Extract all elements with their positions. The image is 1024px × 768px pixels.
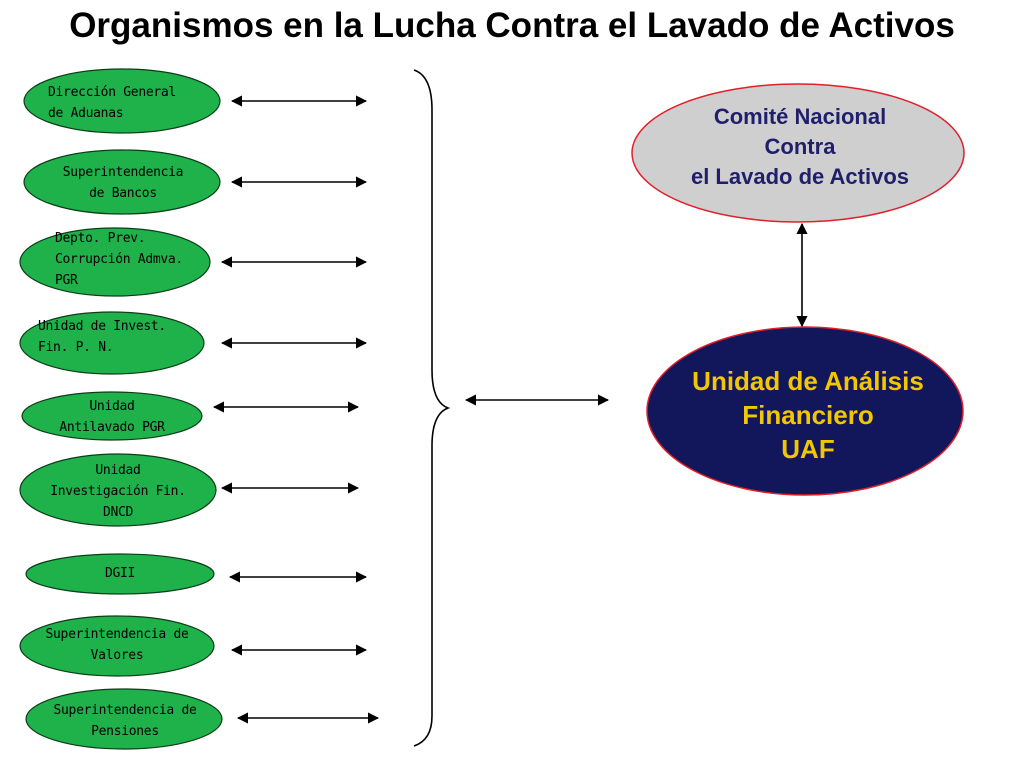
organism-label-valores: Superintendencia de Valores [32,624,202,666]
organism-label-corrupcion: Depto. Prev. Corrupción Admva. PGR [55,228,225,291]
organism-label-line: Depto. Prev. [55,231,146,246]
organism-ellipse-aduanas [23,68,221,134]
organism-label-line: Pensiones [91,724,159,739]
comite-label-line: Contra [764,134,836,159]
organism-label-line: Valores [90,648,144,663]
organism-ellipse-dncd [19,453,217,527]
grouping-brace [413,69,451,747]
uaf-label: Unidad de Análisis Financiero UAF [660,364,956,466]
organism-label-invest-pn: Unidad de Invest. Fin. P. N. [38,316,208,358]
organism-ellipse-antilavado [21,391,203,441]
organism-label-line: Superintendencia de [53,703,197,718]
page-title: Organismos en la Lucha Contra el Lavado … [69,6,955,45]
uaf-label-line: Financiero [742,400,874,430]
organism-label-line: Superintendencia de [45,627,189,642]
organism-label-line: Unidad [89,399,135,414]
comite-label: Comité Nacional Contra el Lavado de Acti… [648,102,952,192]
uaf-label-line: Unidad de Análisis [692,366,924,396]
organism-label-line: Unidad de Invest. [38,319,166,334]
comite-label-line: el Lavado de Activos [690,164,910,189]
organism-label-line: DGII [104,566,136,581]
organism-label-dgii: DGII [70,563,170,584]
organism-ellipse-invest-pn [19,311,205,375]
organism-ellipse-pensiones [25,688,223,750]
organism-label-line: de Aduanas [48,106,124,121]
organism-label-line: Superintendencia [62,165,184,180]
organism-ellipse-dgii [25,553,215,595]
organism-label-line: Corrupción Admva. [55,252,183,267]
organism-label-line: Antilavado PGR [59,420,165,435]
organism-label-line: PGR [55,273,78,288]
organism-label-line: de Bancos [89,186,157,201]
organism-label-pensiones: Superintendencia de Pensiones [40,700,210,742]
organism-ellipse-corrupcion [19,227,211,297]
organism-label-aduanas: Dirección General de Aduanas [48,82,198,124]
organism-label-line: Investigación Fin. [50,484,186,499]
comite-label-line: Comité Nacional [713,104,887,129]
organism-label-line: Unidad [95,463,141,478]
organism-label-line: DNCD [102,505,134,520]
organism-label-bancos: Superintendencia de Bancos [48,162,198,204]
organism-label-line: Dirección General [48,85,176,100]
uaf-label-line: UAF [781,434,835,464]
organism-ellipse-valores [19,615,215,677]
comite-ellipse [631,83,965,223]
organism-ellipse-bancos [23,149,221,215]
organism-label-line: Fin. P. N. [38,340,114,355]
